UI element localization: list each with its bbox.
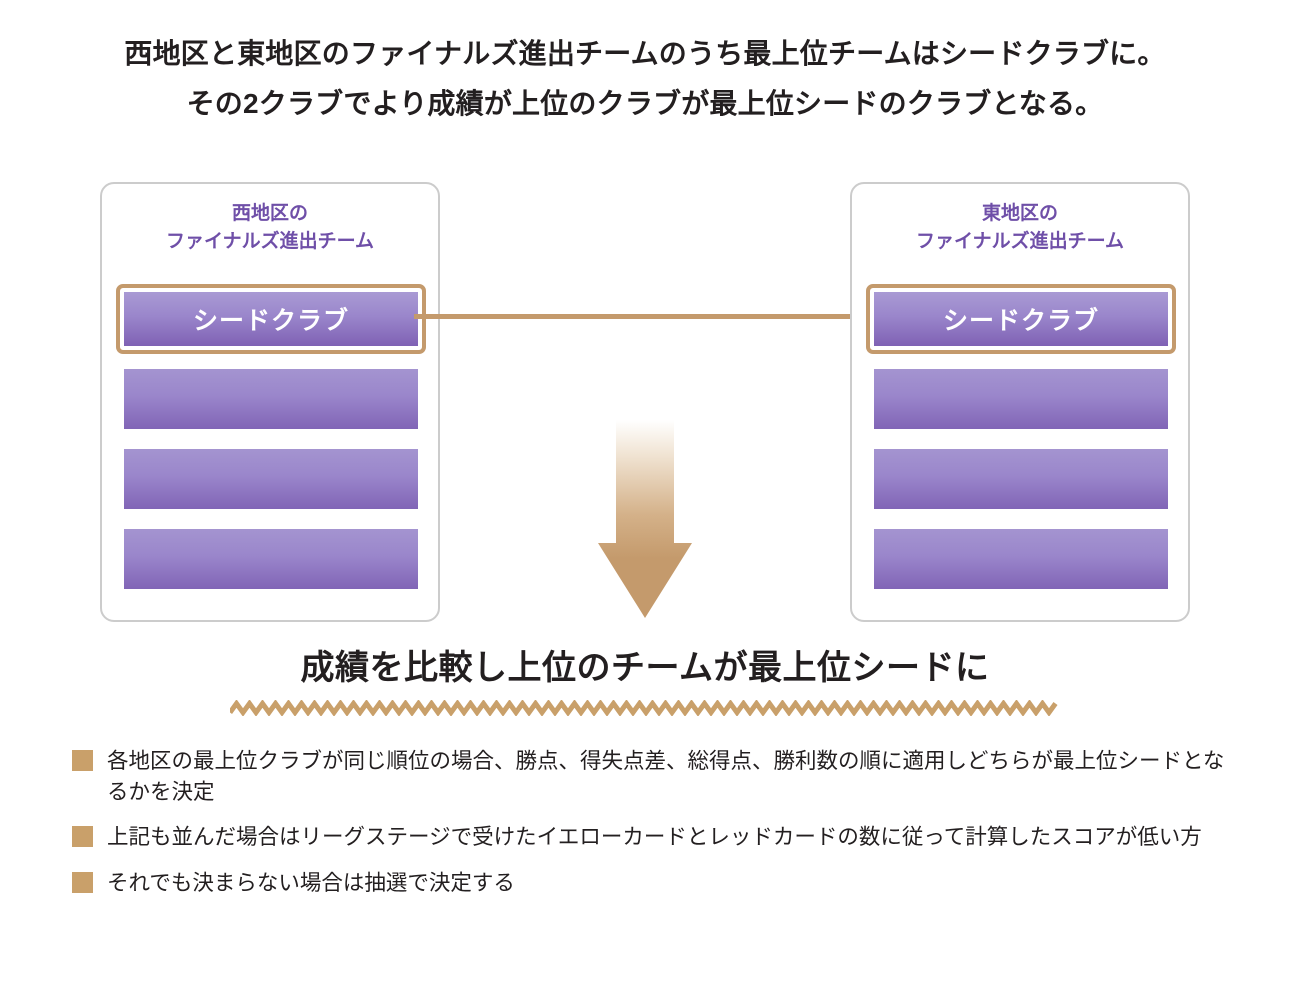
east-team-slot-1 (874, 369, 1168, 429)
seed-club-connector-line (414, 314, 876, 319)
down-arrow-icon (598, 420, 692, 618)
notes-list: 各地区の最上位クラブが同じ順位の場合、勝点、得失点差、総得点、勝利数の順に適用し… (72, 746, 1232, 913)
east-division-title-line-2: ファイナルズ進出チーム (915, 230, 1125, 252)
list-item: それでも決まらない場合は抽選で決定する (72, 868, 1232, 899)
note-text: 各地区の最上位クラブが同じ順位の場合、勝点、得失点差、総得点、勝利数の順に適用し… (107, 749, 1225, 804)
east-team-slot-2 (874, 449, 1168, 509)
west-team-slot-3 (124, 529, 418, 589)
note-text: それでも決まらない場合は抽選で決定する (107, 870, 515, 895)
east-team-slot-3 (874, 529, 1168, 589)
list-item: 上記も並んだ場合はリーグステージで受けたイエローカードとレッドカードの数に従って… (72, 822, 1232, 853)
west-division-title-line-2: ファイナルズ進出チーム (165, 230, 375, 252)
east-division-panel-title: 東地区の ファイナルズ進出チーム (852, 200, 1188, 255)
header-block: 西地区と東地区のファイナルズ進出チームのうち最上位チームはシードクラブに。 その… (0, 40, 1290, 118)
west-seed-club-highlight: シードクラブ (116, 284, 426, 354)
zigzag-underline (230, 700, 1058, 716)
bullet-square-icon (72, 826, 93, 848)
list-item: 各地区の最上位クラブが同じ順位の場合、勝点、得失点差、総得点、勝利数の順に適用し… (72, 746, 1232, 807)
result-heading-block: 成績を比較し上位のチームが最上位シードに (0, 649, 1290, 687)
east-division-panel: 東地区の ファイナルズ進出チーム シードクラブ (850, 182, 1190, 622)
west-seed-club-label: シードクラブ (192, 307, 349, 335)
west-division-title-line-1: 西地区の (231, 203, 308, 224)
result-heading: 成績を比較し上位のチームが最上位シードに (300, 649, 990, 687)
header-line-1: 西地区と東地区のファイナルズ進出チームのうち最上位チームはシードクラブに。 (124, 38, 1166, 69)
bullet-square-icon (72, 871, 93, 893)
east-seed-club-box: シードクラブ (874, 292, 1168, 346)
east-division-title-line-1: 東地区の (981, 203, 1058, 224)
west-seed-club-box: シードクラブ (124, 292, 418, 346)
west-division-panel: 西地区の ファイナルズ進出チーム シードクラブ (100, 182, 440, 622)
bullet-square-icon (72, 750, 93, 771)
east-seed-club-label: シードクラブ (942, 307, 1099, 335)
west-team-slot-2 (124, 449, 418, 509)
note-text: 上記も並んだ場合はリーグステージで受けたイエローカードとレッドカードの数に従って… (107, 825, 1202, 850)
west-division-panel-title: 西地区の ファイナルズ進出チーム (102, 200, 438, 255)
west-team-slot-1 (124, 369, 418, 429)
header-line-2: その2クラブでより成績が上位のクラブが最上位シードのクラブとなる。 (186, 88, 1104, 119)
east-seed-club-highlight: シードクラブ (866, 284, 1176, 354)
